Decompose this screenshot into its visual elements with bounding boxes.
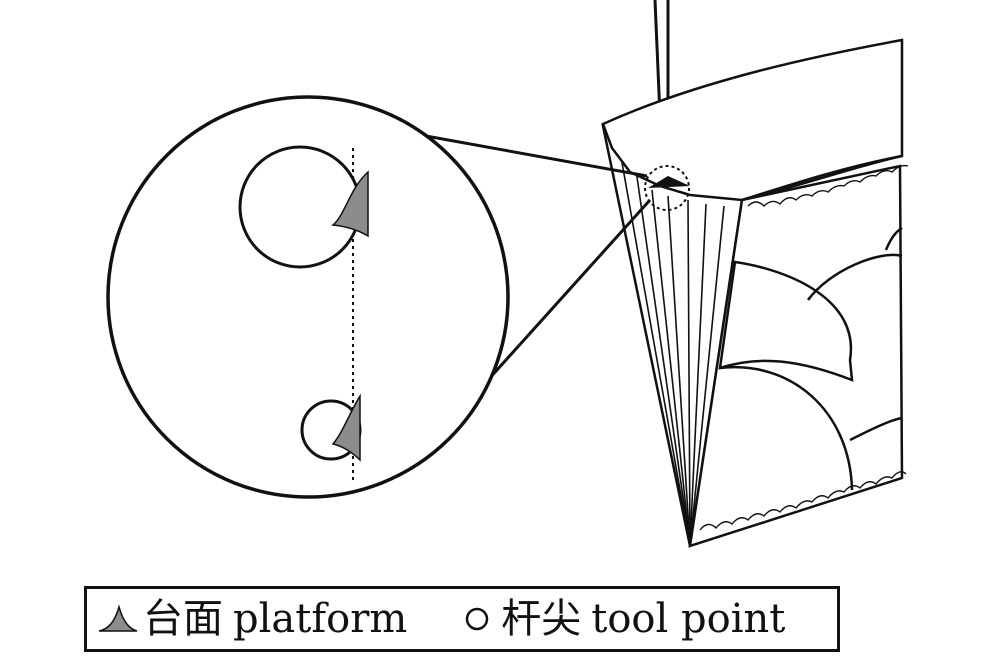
legend-tool-point-en: tool point [591,596,786,642]
legend-platform-en: platform [233,596,408,642]
platform-triangle-lower [331,393,361,462]
gem-body [688,164,909,548]
tool-cone [601,123,744,547]
focus-marker [644,165,690,211]
legend-tool-point-cn: 杆尖 [501,596,582,642]
magnified-view [106,95,510,499]
legend-box: 台面 platform 杆尖 tool point [84,586,840,652]
legend-item-platform: 台面 platform [97,589,407,649]
circle-tool-point-icon [466,607,489,631]
legend-item-tool-point: 杆尖 tool point [463,589,785,649]
zoom-connector-lines [425,134,652,402]
platform-triangle-upper [331,170,369,238]
triangle-platform-icon [98,604,138,632]
legend-platform-cn: 台面 [143,596,223,642]
tool-point-circle-large [238,145,362,269]
